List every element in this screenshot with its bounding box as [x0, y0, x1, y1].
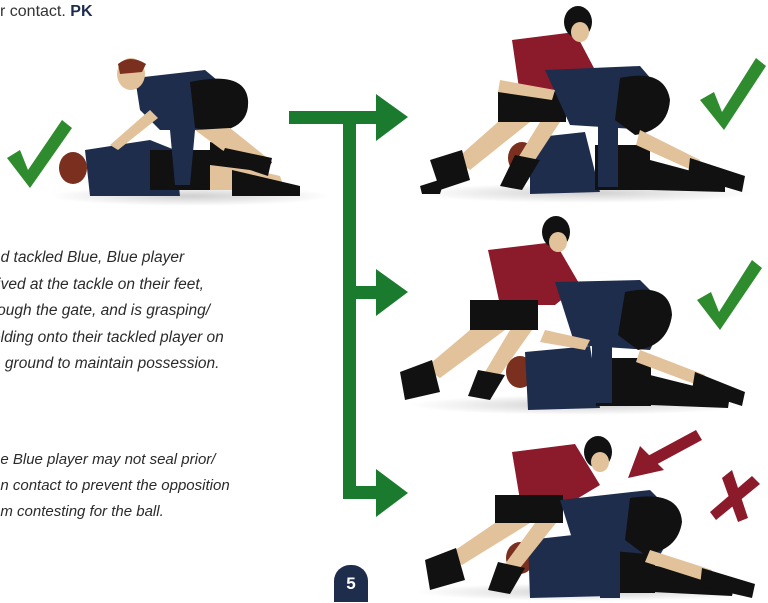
scene-initial-tackle: [50, 58, 330, 206]
scene-outcome-3: [415, 436, 765, 601]
page-number: 5: [334, 565, 368, 602]
check-mark-icon: [697, 260, 762, 330]
cross-mark-icon: [710, 470, 760, 522]
outcome-arrows: [289, 94, 408, 517]
pointer-arrow-icon: [628, 430, 702, 478]
check-mark-icon: [700, 58, 766, 130]
scene-outcome-2: [400, 216, 750, 415]
